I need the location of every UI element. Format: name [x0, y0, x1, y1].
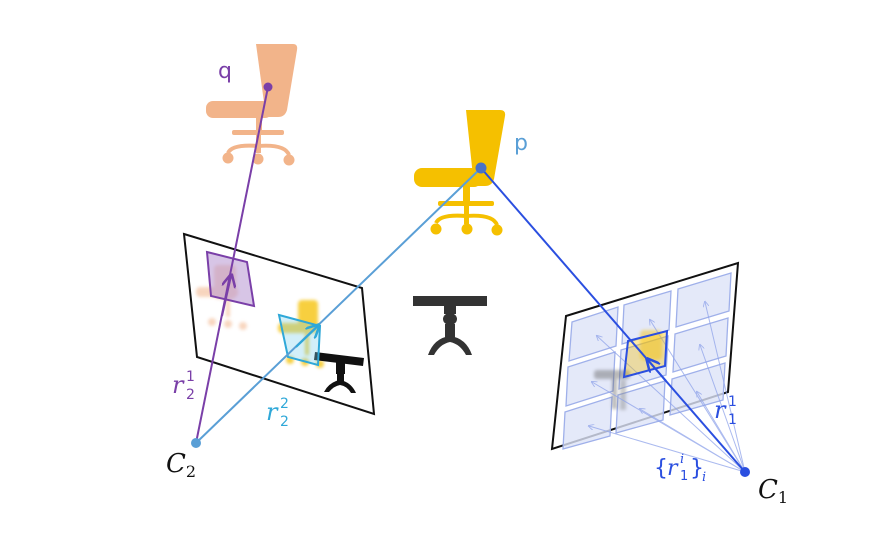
ray-r21-arrow	[221, 276, 231, 317]
camera-c1-point	[740, 467, 750, 477]
svg-text:r: r	[714, 396, 727, 424]
svg-text:2: 2	[280, 396, 289, 412]
image-plane-right	[550, 261, 746, 473]
label-p: p	[514, 131, 528, 156]
point-q	[263, 82, 273, 92]
svg-text:1: 1	[186, 369, 195, 385]
ray-c2-q	[195, 86, 269, 444]
label-r1i-set: { r i 1 } i	[654, 452, 706, 485]
image-plane-left	[182, 232, 376, 416]
label-q: q	[218, 59, 232, 84]
ray-r11-arrow	[648, 360, 667, 382]
label-c1: C1	[758, 475, 788, 507]
svg-text:i: i	[702, 470, 706, 485]
svg-text:1: 1	[728, 394, 737, 410]
label-r22: r 2 2	[266, 396, 289, 430]
svg-text:2: 2	[280, 414, 289, 430]
svg-text:r: r	[266, 398, 279, 426]
ray-r22-arrow	[295, 326, 318, 348]
svg-text:1: 1	[728, 412, 737, 428]
label-c2: C2	[166, 449, 196, 481]
svg-text:i: i	[680, 452, 684, 467]
svg-text:2: 2	[186, 387, 195, 403]
svg-text:1: 1	[680, 469, 688, 484]
label-r21: r 1 2	[172, 369, 195, 403]
svg-text:r: r	[172, 371, 185, 399]
point-p	[475, 162, 487, 174]
projected-table-icon	[314, 352, 364, 393]
chair-p-icon	[414, 110, 506, 236]
table-icon	[413, 296, 487, 355]
ray-set-r1i	[589, 302, 746, 473]
label-r11: r 1 1	[714, 394, 737, 428]
camera-c2-point	[191, 438, 201, 448]
ray-c1-p	[480, 167, 746, 473]
svg-text:}: }	[690, 456, 704, 481]
svg-text:{: {	[654, 456, 668, 481]
svg-text:r: r	[667, 456, 679, 481]
ray-c2-p	[195, 167, 482, 444]
